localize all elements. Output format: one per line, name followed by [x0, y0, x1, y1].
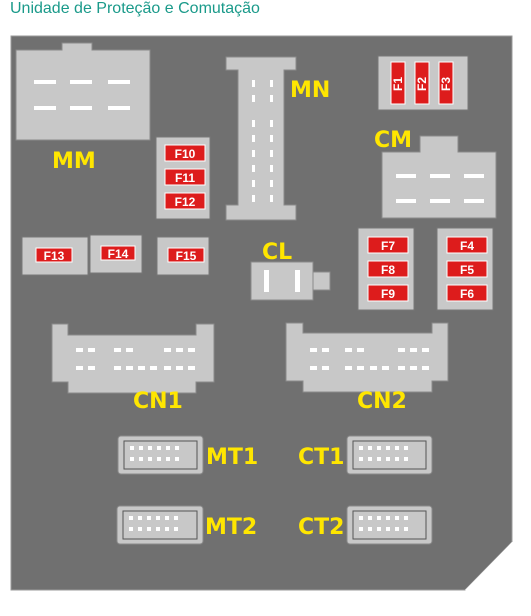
fuse-f7	[367, 236, 409, 254]
fuse-label-f5: F5	[460, 263, 474, 277]
fuse-f14	[100, 245, 136, 261]
fuse-label-f13: F13	[44, 249, 65, 263]
fuse-f1	[390, 61, 406, 105]
connector-label-mt1: MT1	[206, 445, 258, 470]
fuse-holder-f14: F14	[89, 234, 143, 274]
fuse-label-f14: F14	[108, 247, 129, 261]
fuse-label-f1: F1	[391, 77, 405, 91]
board-corner-cut	[465, 542, 531, 590]
fuse-label-f6: F6	[460, 287, 474, 301]
fuse-f11	[164, 168, 206, 186]
fuse-f8	[367, 260, 409, 278]
connector-cn2	[285, 322, 449, 393]
connector-label-mm: MM	[52, 149, 96, 174]
connector-mt1	[117, 435, 204, 475]
fuse-holder-f15: F15	[156, 236, 210, 276]
fuse-label-f3: F3	[439, 77, 453, 91]
connector-label-ct1: CT1	[298, 445, 344, 470]
fuse-f4	[446, 236, 488, 254]
fuse-label-f15: F15	[176, 249, 197, 263]
connector-mm	[15, 42, 151, 141]
fuse-f10	[164, 144, 206, 162]
fuse-f2	[414, 61, 430, 105]
fuse-label-f8: F8	[381, 263, 395, 277]
fuse-label-f7: F7	[381, 239, 395, 253]
connector-label-cl: CL	[262, 240, 292, 265]
diagram-title: Unidade de Proteção e Comutação	[10, 0, 260, 17]
connector-mn	[225, 56, 297, 221]
connector-label-cm: CM	[374, 128, 412, 153]
fuse-label-f11: F11	[175, 171, 195, 185]
fuse-label-f12: F12	[175, 195, 196, 209]
fuse-holder-f13: F13	[21, 236, 89, 276]
fuse-holder-f4-f6: F4 F5 F6	[436, 227, 494, 311]
connector-label-cn2: CN2	[357, 389, 407, 414]
fuse-label-f10: F10	[175, 147, 196, 161]
fuse-holder-f10-f12: F10 F11 F12	[155, 136, 211, 220]
fuse-f6	[446, 284, 488, 302]
connector-ct2	[346, 505, 433, 545]
fuse-f3	[438, 61, 454, 105]
connector-ct1	[346, 435, 433, 475]
connector-label-mt2: MT2	[205, 515, 257, 540]
fuse-f9	[367, 284, 409, 302]
connector-mt2	[116, 505, 204, 545]
connector-label-mn: MN	[290, 78, 330, 103]
fuse-f12	[164, 192, 206, 210]
connector-label-cn1: CN1	[133, 389, 183, 414]
fuse-f15	[167, 247, 205, 263]
fuse-label-f4: F4	[460, 239, 474, 253]
connector-cn1	[51, 323, 215, 394]
fuse-f5	[446, 260, 488, 278]
fuse-holder-f7-f9: F7 F8 F9	[357, 227, 415, 311]
fuse-label-f9: F9	[381, 287, 395, 301]
fuse-f13	[35, 247, 73, 263]
fuse-label-f2: F2	[415, 77, 429, 91]
connector-label-ct2: CT2	[298, 515, 344, 540]
fuse-holder-f1-f3: F1 F2 F3	[377, 55, 469, 111]
connector-cl	[250, 261, 331, 301]
connector-cm	[381, 135, 497, 219]
